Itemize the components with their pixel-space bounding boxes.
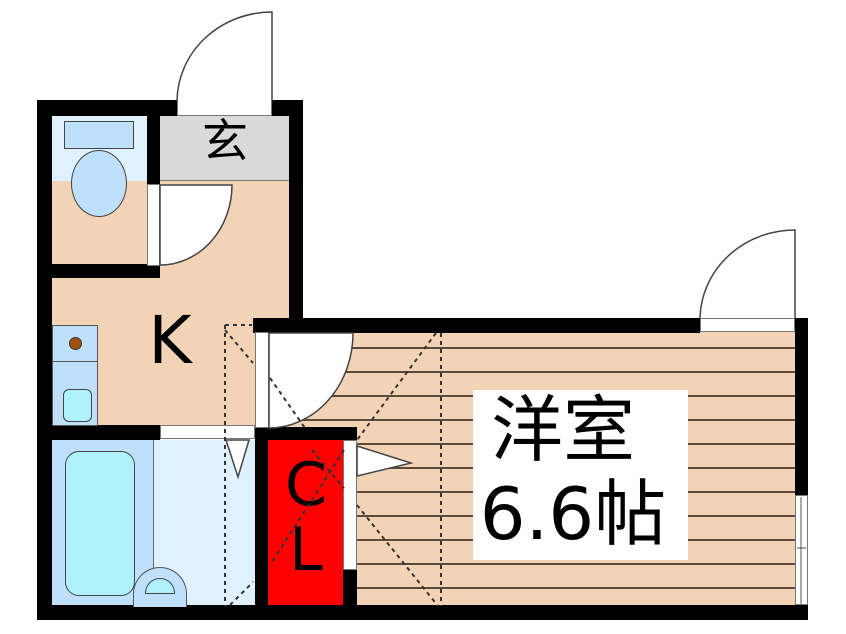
balcony-door-sill [700,318,795,332]
western-room-size: 6.6帖 [479,472,667,556]
dashed-line-room-diag1 [356,332,437,441]
toilet-bowl [71,150,127,217]
dashed-line-bath-diag [229,581,254,606]
stove-burner-icon [69,337,82,350]
sink-basin [63,389,92,422]
dashed-line-closet [269,449,345,566]
counter-divider [52,361,98,362]
dashed-line-kitchen [224,324,254,606]
closet-door-strip [343,440,357,570]
entry-door-swing-icon [176,11,273,102]
wall-top-left [37,100,177,116]
wall-toilet-right [147,116,160,184]
dashed-line-room-diag2 [356,504,439,607]
wall-closet-right-lower [343,570,357,606]
wall-bottom [37,605,808,620]
wall-closet-top [255,427,357,440]
closet-room [268,440,344,606]
wall-room-top [253,318,700,333]
toilet-door-swing-icon [159,184,233,266]
kitchen-label: K [148,302,192,379]
room-door-swing-icon [268,332,354,429]
window-mullion [797,497,806,604]
wall-left [37,100,52,620]
western-room-label: 洋室 [490,388,635,472]
bath-door-sill [160,425,255,439]
wall-toilet-bottom [37,264,160,278]
dashed-line-room-door [269,377,306,429]
wall-kitchen-right [289,100,303,332]
bath-door-triangle-icon [224,439,251,480]
genkan-label: 玄 [202,114,248,168]
closet-label-l: L [289,515,323,585]
wall-closet-left [255,427,268,607]
genkan-area [160,116,289,181]
wall-right-upper [795,318,808,495]
wall-bath-top [37,425,160,440]
bathtub [65,451,135,596]
balcony-door-swing-icon [699,229,796,319]
western-room-label-box [473,390,688,560]
toilet-tank [64,121,134,149]
closet-label-c: C [285,450,327,520]
closet-door-triangle-icon [356,444,414,477]
